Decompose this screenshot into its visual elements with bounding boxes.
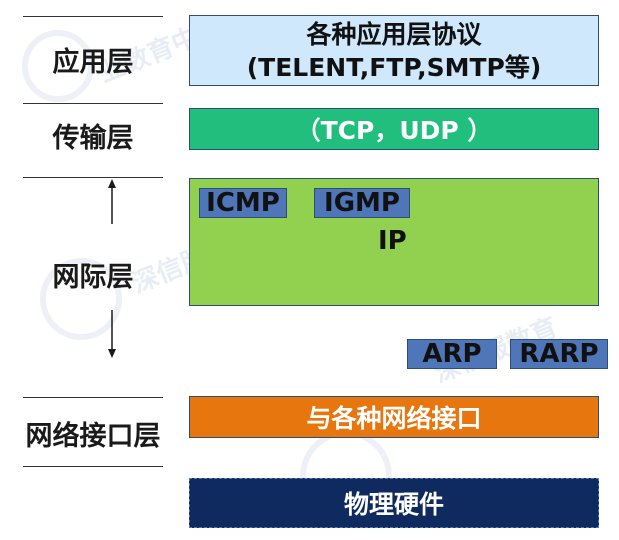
link-layer-label: 网络接口层 bbox=[25, 421, 161, 452]
layer-separator bbox=[23, 103, 163, 104]
layer-separator bbox=[23, 16, 163, 17]
ip-label: IP bbox=[378, 226, 407, 256]
network-interfaces-box: 与各种网络接口 bbox=[189, 396, 599, 438]
physical-hardware-label: 物理硬件 bbox=[343, 490, 444, 519]
icmp-box: ICMP bbox=[199, 188, 287, 218]
application-layer-label: 应用层 bbox=[52, 47, 134, 78]
igmp-box: IGMP bbox=[314, 188, 410, 218]
physical-hardware-box: 物理硬件 bbox=[189, 478, 599, 528]
rarp-box: RARP bbox=[510, 339, 608, 369]
down-arrow bbox=[108, 310, 116, 358]
transport-protocols-label: （TCP，UDP ） bbox=[295, 116, 493, 145]
network-layer-label: 网际层 bbox=[52, 262, 134, 293]
network-interfaces-label: 与各种网络接口 bbox=[306, 404, 482, 433]
transport-protocols-box: （TCP，UDP ） bbox=[189, 108, 599, 150]
layer-separator bbox=[23, 466, 163, 467]
arp-box: ARP bbox=[407, 339, 497, 369]
application-protocols-title: 各种应用层协议 bbox=[306, 19, 482, 49]
layer-separator bbox=[23, 397, 163, 398]
up-arrow bbox=[108, 179, 116, 224]
application-protocols-examples: (TELENT,FTP,SMTP等) bbox=[246, 52, 542, 82]
layer-separator bbox=[23, 177, 163, 178]
application-protocols-box: 各种应用层协议 (TELENT,FTP,SMTP等) bbox=[189, 15, 599, 86]
transport-layer-label: 传输层 bbox=[52, 123, 134, 154]
